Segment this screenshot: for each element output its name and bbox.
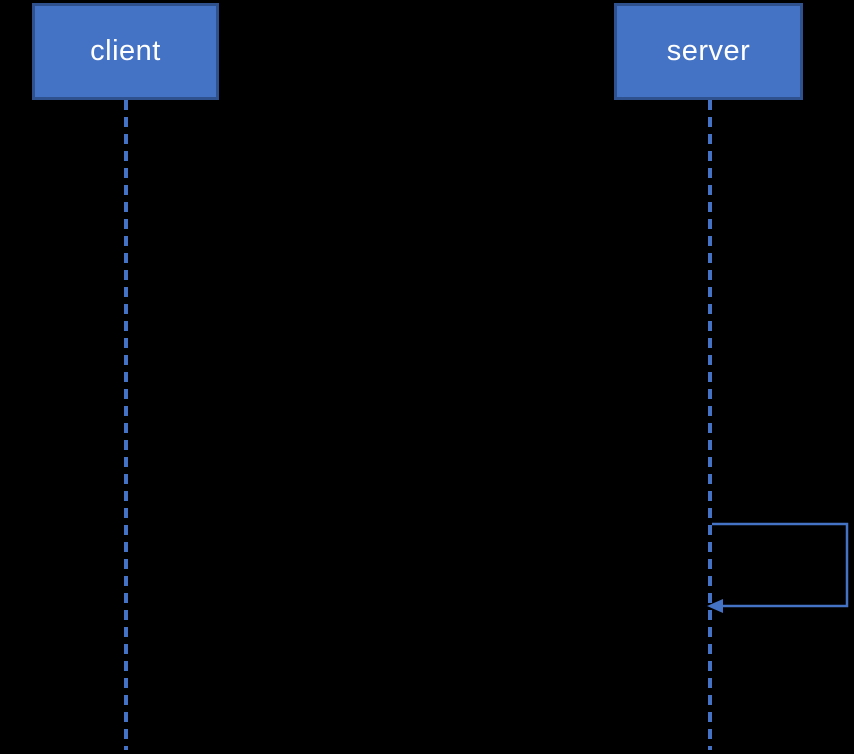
self-message-path <box>712 522 849 608</box>
lifeline-server <box>708 100 712 750</box>
actor-box-client: client <box>32 3 219 100</box>
actor-label-client: client <box>90 35 161 67</box>
actor-box-server: server <box>614 3 803 100</box>
lifeline-client <box>124 100 128 750</box>
actor-label-server: server <box>666 35 751 67</box>
